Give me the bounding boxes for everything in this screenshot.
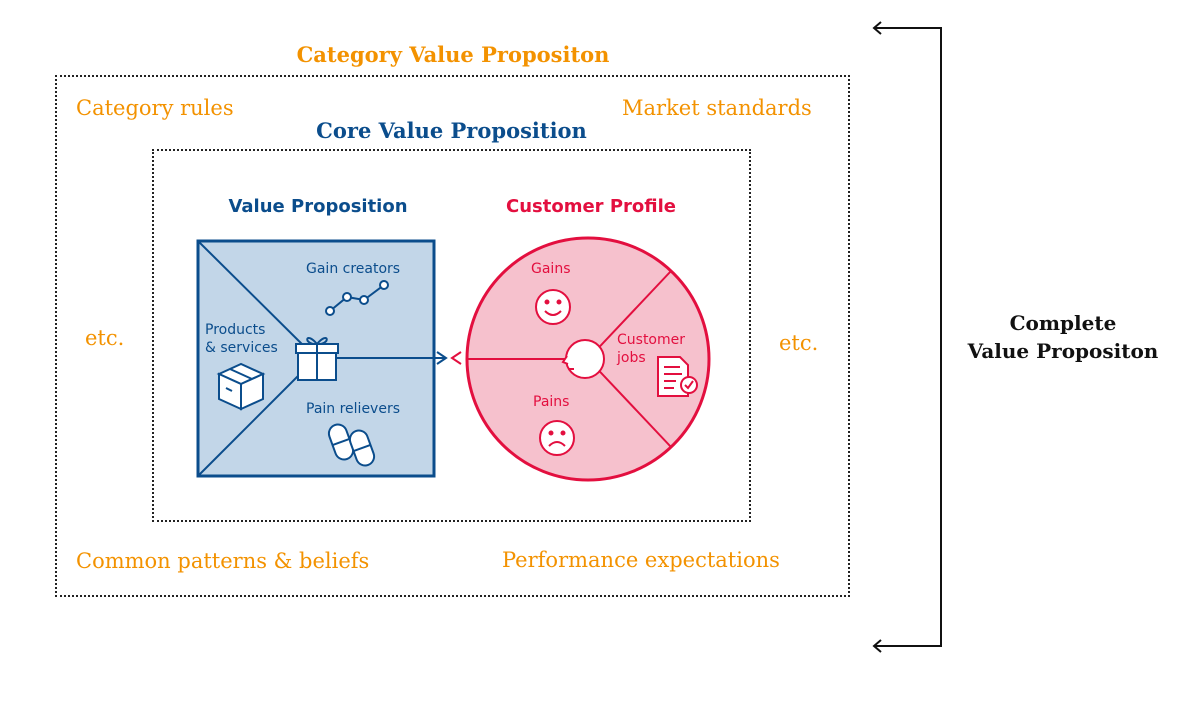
- core-frame: [152, 149, 751, 522]
- frown-icon: [539, 420, 575, 456]
- complete-value-proposition-label: Complete Value Propositon: [948, 309, 1178, 365]
- pills-icon: [327, 423, 376, 467]
- customer-jobs-label: Customer jobs: [617, 331, 685, 367]
- complete-line1: Complete: [1009, 311, 1117, 335]
- customer-jobs-line1: Customer: [617, 332, 686, 348]
- category-rules-label: Category rules: [76, 96, 234, 120]
- pains-label: Pains: [533, 394, 570, 410]
- customer-jobs-line2: jobs: [617, 350, 646, 366]
- customer-profile-title: Customer Profile: [506, 196, 676, 217]
- value-proposition-title: Value Proposition: [228, 196, 408, 217]
- category-frame: [55, 75, 850, 597]
- etc-right-label: etc.: [779, 331, 819, 355]
- box-icon: [216, 362, 266, 411]
- category-title: Category Value Propositon: [296, 42, 610, 67]
- smile-icon: [535, 289, 571, 325]
- gains-label: Gains: [531, 261, 571, 277]
- customer-head-icon: [561, 339, 605, 379]
- complete-line2: Value Propositon: [967, 339, 1159, 363]
- products-label-line1: Products: [205, 322, 266, 338]
- document-icon: [657, 356, 698, 397]
- gain-creators-label: Gain creators: [306, 261, 401, 277]
- products-services-label: Products & services: [205, 321, 278, 357]
- fit-arrows: [434, 351, 462, 365]
- market-standards-label: Market standards: [622, 96, 812, 120]
- pain-relievers-label: Pain relievers: [306, 401, 401, 417]
- etc-left-label: etc.: [85, 326, 125, 350]
- common-patterns-label: Common patterns & beliefs: [76, 549, 370, 573]
- complete-bracket: [872, 21, 942, 653]
- products-label-line2: & services: [205, 340, 278, 356]
- performance-expectations-label: Performance expectations: [502, 548, 780, 572]
- gift-icon: [295, 337, 339, 381]
- gain-chart-icon: [325, 280, 389, 316]
- core-title: Core Value Proposition: [316, 118, 587, 143]
